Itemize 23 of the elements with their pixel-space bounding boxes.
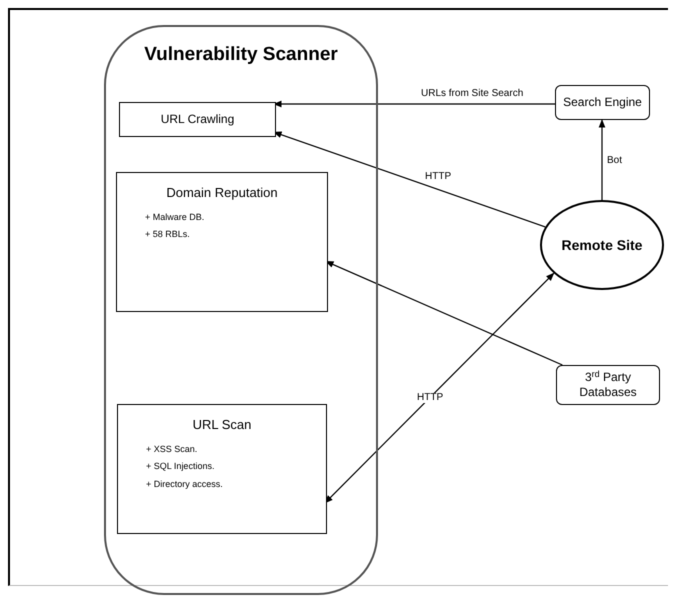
node-label: URL Crawling xyxy=(160,112,234,127)
process-box xyxy=(119,102,276,137)
node-label: Search Engine xyxy=(563,95,642,110)
list-item: + Directory access. xyxy=(146,478,223,491)
edge-label: HTTP xyxy=(424,172,452,182)
node-label: Remote Site xyxy=(562,236,642,254)
list-item: + SQL Injections. xyxy=(146,460,214,473)
edge-label: URLs from Site Search xyxy=(420,89,524,99)
arrow xyxy=(598,119,606,200)
container-title: Vulnerability Scanner xyxy=(143,43,339,67)
list-item: + 58 RBLs. xyxy=(145,228,190,241)
module-box xyxy=(117,404,327,534)
scanner-container xyxy=(104,25,378,595)
module-title: URL Scan xyxy=(192,416,252,434)
module-box xyxy=(116,172,328,312)
module-title: Domain Reputation xyxy=(165,184,279,202)
edge-label: Bot xyxy=(606,156,624,166)
list-item: + XSS Scan. xyxy=(146,442,198,456)
list-item: + Malware DB. xyxy=(145,210,204,224)
rounded-box xyxy=(556,365,660,405)
node-label: 3$^{rd}$ Party Databases xyxy=(578,370,638,400)
edge-label: HTTP xyxy=(416,393,444,403)
rounded-box xyxy=(555,85,650,120)
